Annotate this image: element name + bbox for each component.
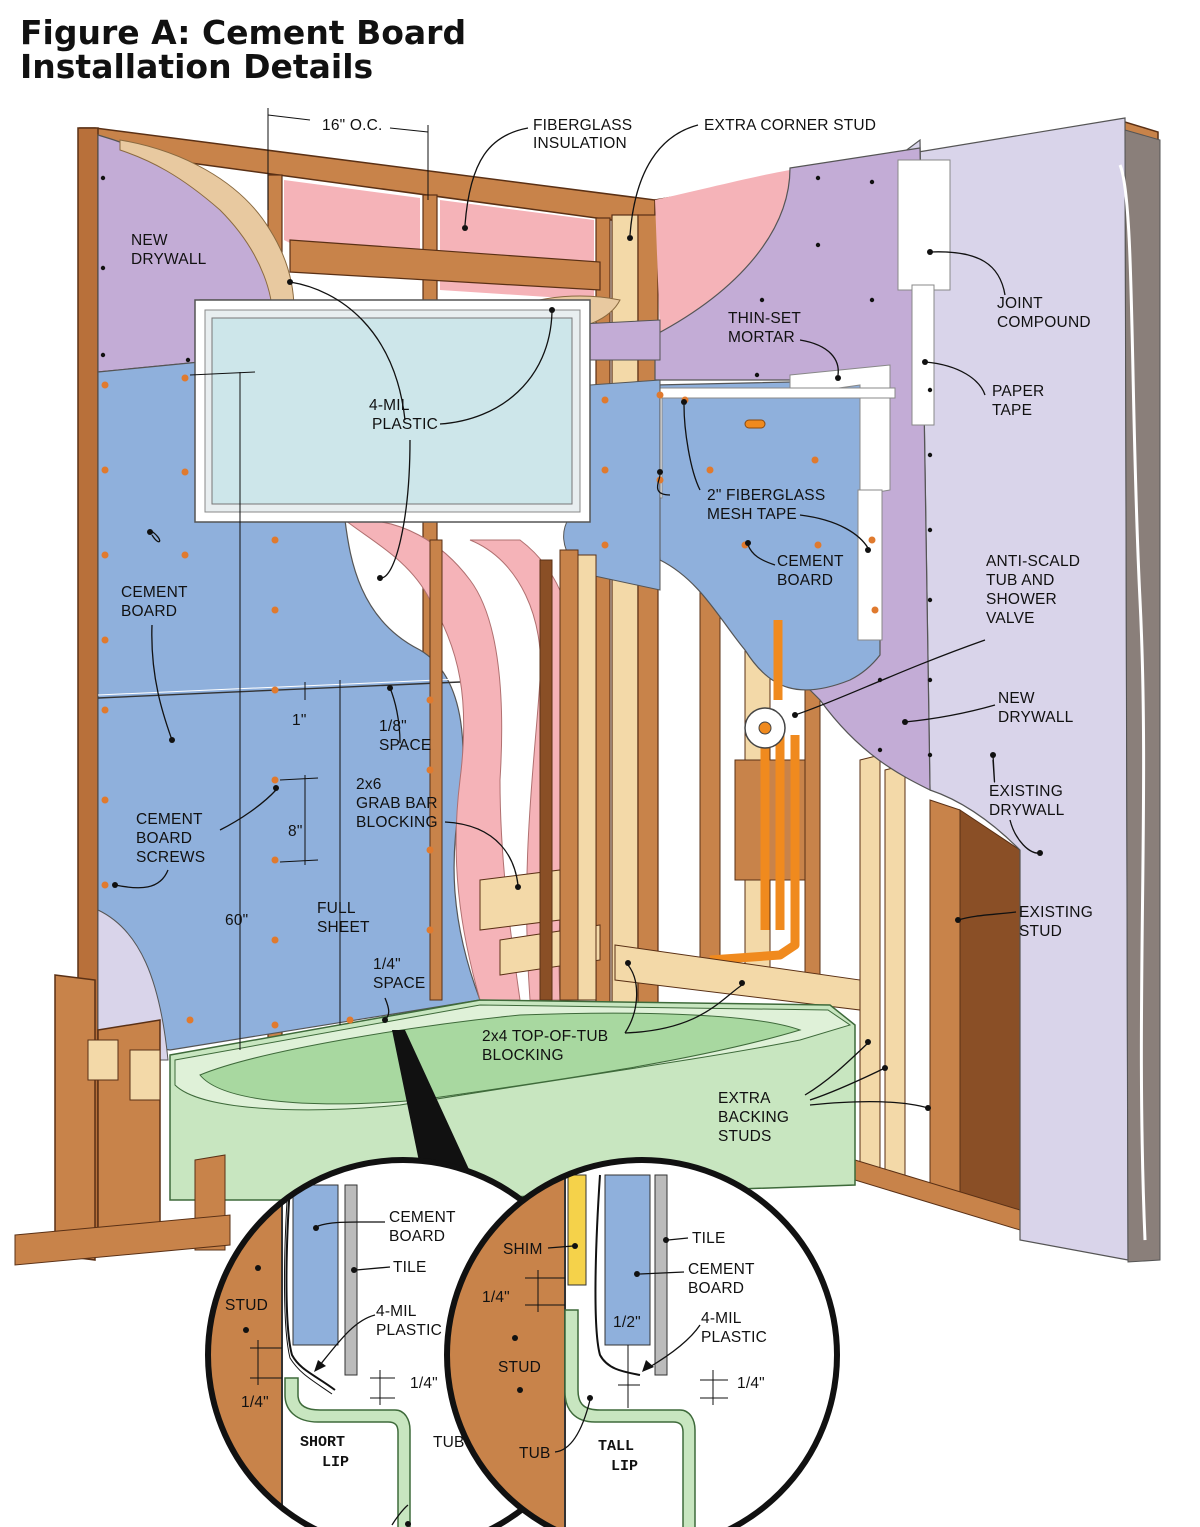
label-fiberglass-2: INSULATION — [533, 135, 627, 152]
tall-tile: TILE — [692, 1230, 726, 1247]
top-of-tub-blocking — [614, 944, 861, 1011]
label-existing-drywall-2: DRYWALL — [989, 802, 1065, 819]
label-paper-tape-1: PAPER — [992, 383, 1044, 400]
short-tub-1: TUB — [433, 1434, 465, 1451]
label-fiberglass-1: FIBERGLASS — [533, 117, 632, 134]
tall-tub: TUB — [519, 1445, 551, 1462]
label-quarter-space-1: 1/4" — [373, 956, 401, 973]
tall-shim: SHIM — [503, 1241, 543, 1258]
label-4mil-plastic-2: PLASTIC — [372, 416, 438, 433]
figure-title-line2: Installation Details — [20, 47, 373, 86]
short-cement-2: BOARD — [389, 1228, 445, 1245]
new-drywall-side — [654, 147, 951, 791]
tall-plastic-2: PLASTIC — [701, 1329, 767, 1346]
label-full-sheet-2: SHEET — [317, 919, 370, 936]
main-labels: 16" O.C. FIBERGLASS INSULATION EXTRA COR… — [121, 117, 1093, 1145]
label-top-of-tub-2: BLOCKING — [482, 1047, 564, 1064]
label-existing-drywall-1: EXISTING — [989, 783, 1063, 800]
short-plastic-1: 4-MIL — [376, 1303, 417, 1320]
label-extra-backing-2: BACKING — [718, 1109, 789, 1126]
label-cement-board-right-1: CEMENT — [777, 553, 844, 570]
label-anti-scald-1: ANTI-SCALD — [986, 553, 1080, 570]
tall-quarter-right: 1/4" — [737, 1375, 765, 1392]
label-existing-stud-1: EXISTING — [1019, 904, 1093, 921]
label-new-drywall-left-2: DRYWALL — [131, 251, 207, 268]
short-quarter-left: 1/4" — [241, 1394, 269, 1411]
tall-cement-1: CEMENT — [688, 1261, 755, 1278]
label-anti-scald-3: SHOWER — [986, 591, 1057, 608]
tall-caption-1: TALL — [598, 1438, 634, 1455]
label-extra-backing-3: STUDS — [718, 1128, 772, 1145]
tall-half: 1/2" — [613, 1314, 641, 1331]
short-caption-1: SHORT — [300, 1434, 345, 1451]
label-4mil-plastic-1: 4-MIL — [369, 397, 410, 414]
front-left-framing — [14, 974, 231, 1266]
tall-plastic-1: 4-MIL — [701, 1310, 742, 1327]
figure-title-line1: Figure A: Cement Board — [20, 13, 466, 52]
leader-lines — [112, 124, 1043, 1111]
tall-stud: STUD — [498, 1359, 541, 1376]
short-quarter-right: 1/4" — [410, 1375, 438, 1392]
label-new-drywall-right-1: NEW — [998, 690, 1035, 707]
label-extra-backing-1: EXTRA — [718, 1090, 771, 1107]
label-one-inch: 1" — [292, 712, 307, 729]
label-screws-2: BOARD — [136, 830, 192, 847]
label-paper-tape-2: TAPE — [992, 402, 1032, 419]
label-eighth-space-1: 1/8" — [379, 718, 407, 735]
short-lip-labels: CEMENT BOARD TILE STUD 4-MIL PLASTIC 1/4… — [225, 1209, 465, 1527]
label-thinset-2: MORTAR — [728, 329, 795, 346]
tall-cement-2: BOARD — [688, 1280, 744, 1297]
label-mesh-tape-1: 2" FIBERGLASS — [707, 487, 825, 504]
label-existing-stud-2: STUD — [1019, 923, 1062, 940]
short-tile: TILE — [393, 1259, 427, 1276]
short-stud: STUD — [225, 1297, 268, 1314]
bathtub — [97, 909, 856, 1201]
label-grab-bar-2: GRAB BAR — [356, 795, 438, 812]
plumbing — [709, 419, 806, 965]
tall-quarter: 1/4" — [482, 1289, 510, 1306]
label-screws-3: SCREWS — [136, 849, 205, 866]
cement-board-screws — [101, 374, 879, 1029]
label-new-drywall-right-2: DRYWALL — [998, 709, 1074, 726]
label-screws-1: CEMENT — [136, 811, 203, 828]
label-sixty-inch: 60" — [225, 912, 248, 929]
label-mesh-tape-2: MESH TAPE — [707, 506, 797, 523]
label-full-sheet-1: FULL — [317, 900, 356, 917]
short-caption-2: LIP — [322, 1454, 349, 1471]
label-quarter-space-2: SPACE — [373, 975, 425, 992]
label-cement-board-right-2: BOARD — [777, 572, 833, 589]
label-cement-board-left-2: BOARD — [121, 603, 177, 620]
tall-caption-2: LIP — [611, 1458, 638, 1475]
insulation-cut — [343, 519, 601, 1001]
tall-lip-labels: SHIM TILE CEMENT BOARD 1/4" 1/2" 4-MIL P… — [482, 1230, 767, 1475]
label-joint-compound-2: COMPOUND — [997, 314, 1091, 331]
label-extra-corner-stud: EXTRA CORNER STUD — [704, 117, 876, 134]
label-grab-bar-1: 2x6 — [356, 776, 382, 793]
existing-drywall — [899, 117, 1161, 1263]
label-top-of-tub-1: 2x4 TOP-OF-TUB — [482, 1028, 608, 1045]
cement-board-left — [97, 361, 661, 1051]
label-anti-scald-2: TUB AND — [986, 572, 1055, 589]
dimension-lines — [189, 108, 429, 1050]
label-new-drywall-left-1: NEW — [131, 232, 168, 249]
short-plastic-2: PLASTIC — [376, 1322, 442, 1339]
window — [194, 299, 591, 523]
label-16-oc: 16" O.C. — [322, 117, 383, 134]
short-cement-1: CEMENT — [389, 1209, 456, 1226]
label-anti-scald-4: VALVE — [986, 610, 1035, 627]
label-thinset-1: THIN-SET — [728, 310, 801, 327]
label-eight-inch: 8" — [288, 823, 303, 840]
cement-board-side — [594, 364, 896, 691]
label-eighth-space-2: SPACE — [379, 737, 431, 754]
label-cement-board-left-1: CEMENT — [121, 584, 188, 601]
label-joint-compound-1: JOINT — [997, 295, 1043, 312]
label-grab-bar-3: BLOCKING — [356, 814, 438, 831]
